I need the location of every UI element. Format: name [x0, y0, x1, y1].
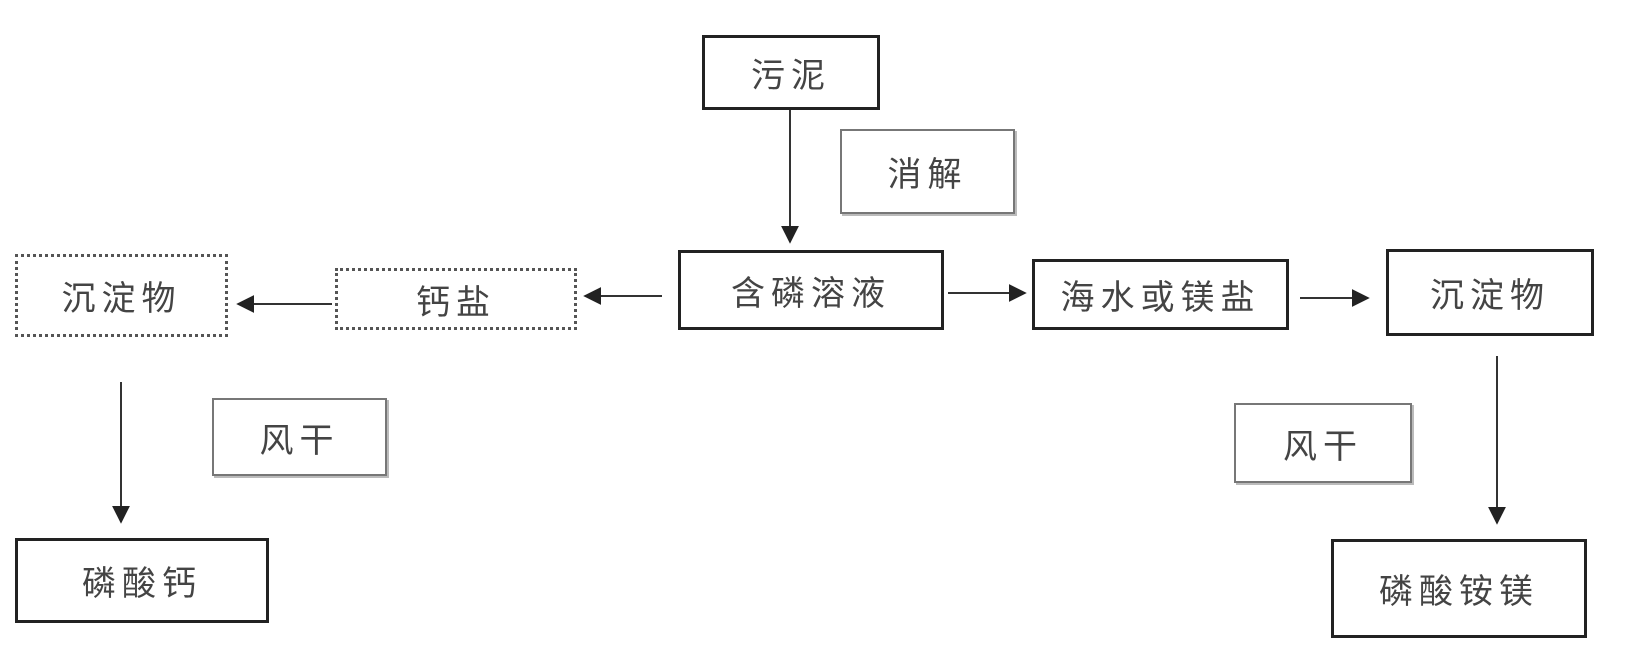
- node-struvite: 磷酸铵镁: [1331, 539, 1587, 638]
- node-precipitate-left: 沉淀物: [15, 254, 228, 337]
- node-seawater-or-magnesium-salt: 海水或镁盐: [1032, 259, 1289, 330]
- node-calcium-phosphate: 磷酸钙: [15, 538, 269, 623]
- label-air-dry-left: 风干: [212, 398, 387, 476]
- label-digestion: 消解: [840, 129, 1015, 214]
- label-air-dry-right: 风干: [1234, 403, 1412, 483]
- node-phosphorus-solution: 含磷溶液: [678, 250, 944, 330]
- node-sludge: 污泥: [702, 35, 880, 110]
- node-precipitate-right: 沉淀物: [1386, 249, 1594, 336]
- node-calcium-salt: 钙盐: [335, 268, 577, 330]
